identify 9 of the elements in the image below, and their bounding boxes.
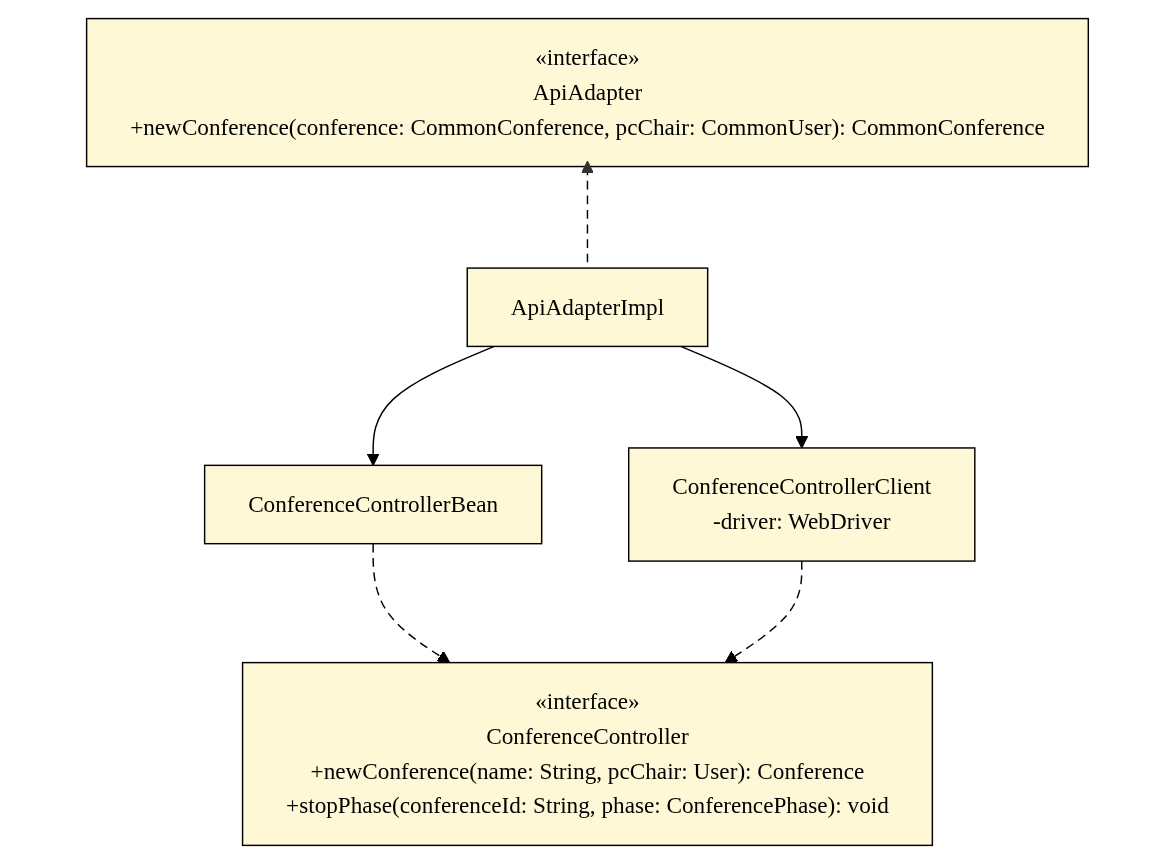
arrow [372,542,451,663]
arrow [724,559,803,663]
node-box: ApiAdapterImpl [466,266,709,347]
node-box: ConferenceControllerBean [203,464,543,544]
node-box: «interface» ConferenceController +newConference(name: String, pcChair: User): Conference +stopPhase(conferenceId: String, phase: ConferencePhase): void [241,661,934,846]
node-box: ConferenceControllerClient -driver: WebDriver [628,446,976,562]
arrow [680,345,809,449]
node-box: «interface» ApiAdapter +newConference(conference: CommonConference, pcChair: CommonUser): CommonConference [85,17,1090,167]
arrow [366,345,495,466]
